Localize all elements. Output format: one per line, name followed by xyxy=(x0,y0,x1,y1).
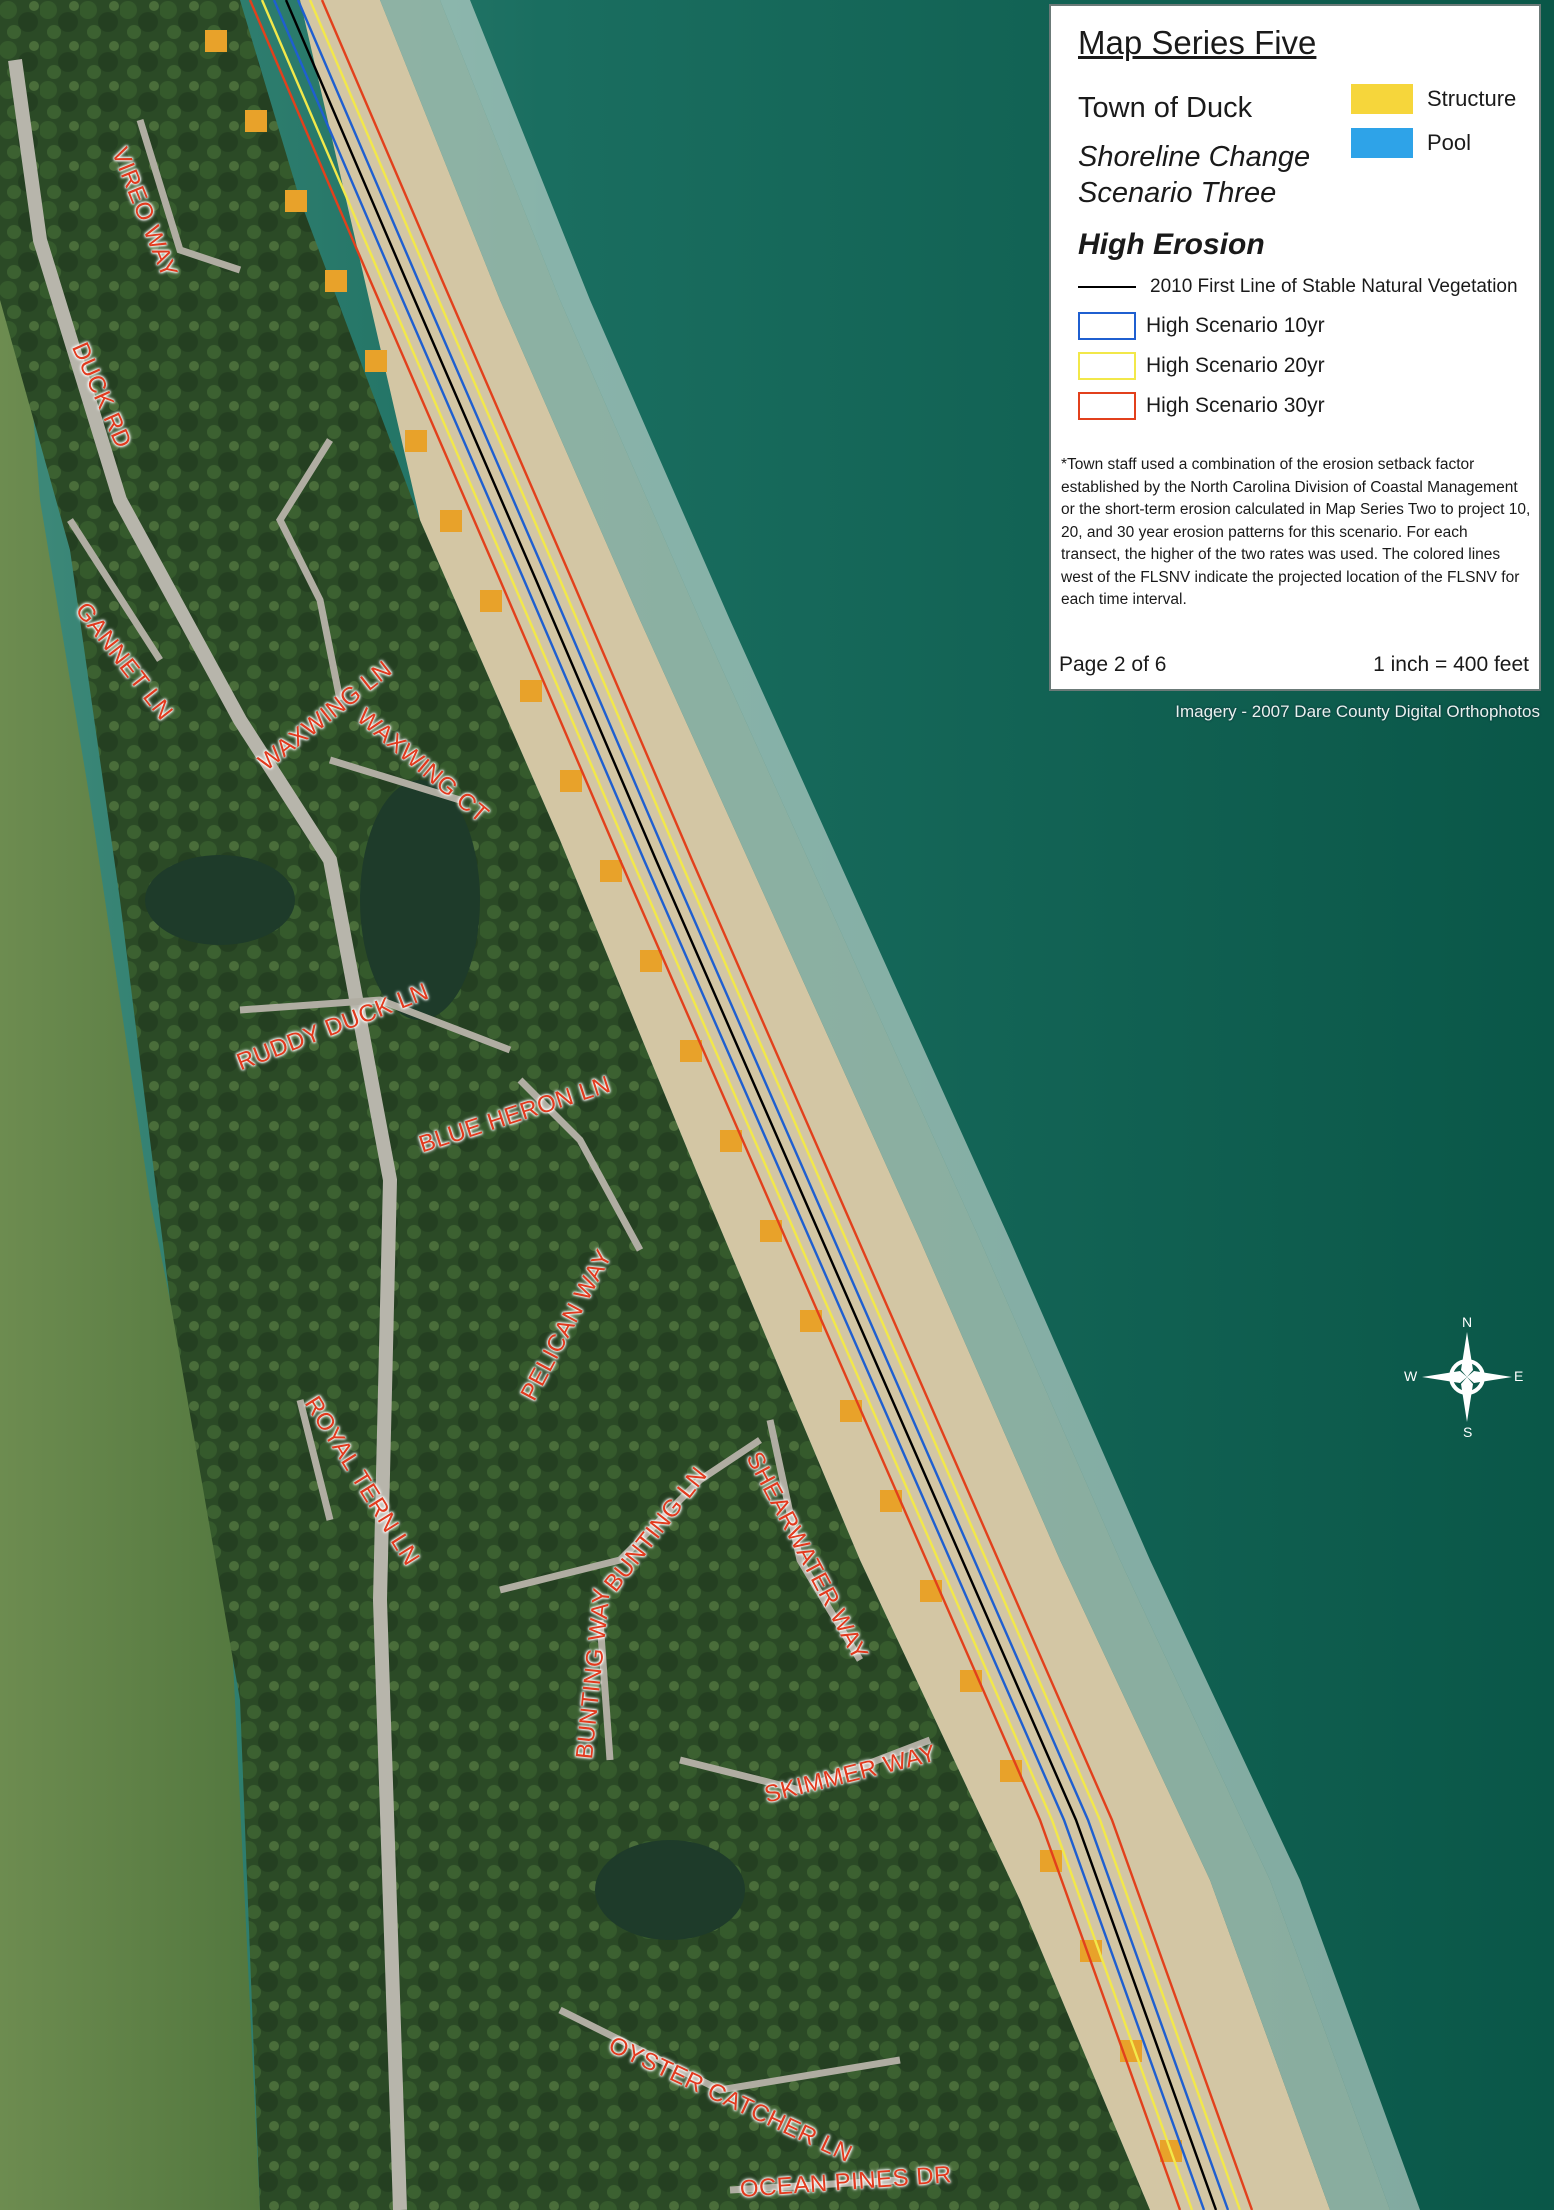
legend-subtitle: Shoreline Change Scenario Three xyxy=(1078,141,1311,209)
legend-erosion-level: High Erosion xyxy=(1078,228,1265,261)
legend-title: Map Series Five xyxy=(1078,24,1317,61)
flsnv-line-swatch xyxy=(1078,286,1136,288)
legend-20yr-row: High Scenario 20yr xyxy=(1078,352,1325,380)
breaking-waves xyxy=(440,0,1420,2210)
compass-n: N xyxy=(1462,1314,1473,1330)
map-scale: 1 inch = 400 feet xyxy=(1373,653,1529,676)
line-flsnv xyxy=(284,0,1218,2210)
duck-rd-road xyxy=(8,59,407,2210)
20yr-line-swatch xyxy=(1078,352,1136,380)
compass-e: E xyxy=(1514,1368,1524,1384)
structure-label: Structure xyxy=(1427,86,1517,111)
compass-s: S xyxy=(1463,1424,1473,1440)
compass-icon xyxy=(1422,1332,1512,1422)
flsnv-label: 2010 First Line of Stable Natural Vegeta… xyxy=(1150,276,1518,297)
30yr-label: High Scenario 30yr xyxy=(1146,394,1325,417)
pond xyxy=(360,780,480,1020)
pond xyxy=(145,855,295,945)
structure-swatch xyxy=(1351,84,1413,114)
beach xyxy=(300,0,1330,2210)
pond xyxy=(595,1840,745,1940)
10yr-line-swatch xyxy=(1078,312,1136,340)
20yr-label: High Scenario 20yr xyxy=(1146,354,1325,377)
shoreline-lines xyxy=(248,0,1254,2210)
page-number: Page 2 of 6 xyxy=(1059,653,1167,676)
structures xyxy=(205,30,1182,2162)
pool-swatch xyxy=(1351,128,1413,158)
legend-town: Town of Duck xyxy=(1078,92,1253,124)
imagery-credit: Imagery - 2007 Dare County Digital Ortho… xyxy=(1175,702,1540,721)
legend-30yr-row: High Scenario 30yr xyxy=(1078,392,1325,420)
map-legend: Map Series Five Town of Duck Shoreline C… xyxy=(1049,4,1541,691)
side-roads xyxy=(67,118,932,2194)
line-30yr xyxy=(248,0,1182,2210)
line-20yr xyxy=(260,0,1194,2210)
legend-methodology-note: *Town staff used a combination of the er… xyxy=(1061,456,1531,608)
pool-label: Pool xyxy=(1427,130,1472,155)
legend-10yr-row: High Scenario 10yr xyxy=(1078,312,1325,340)
10yr-label: High Scenario 10yr xyxy=(1146,314,1325,337)
legend-flsnv-row: 2010 First Line of Stable Natural Vegeta… xyxy=(1078,276,1518,298)
compass-rose: N S E W xyxy=(1402,1312,1532,1442)
surf-zone xyxy=(380,0,1390,2210)
legend-structure-row: Structure xyxy=(1351,84,1516,114)
compass-w: W xyxy=(1404,1368,1418,1384)
currituck-sound xyxy=(0,0,260,2210)
legend-pool-row: Pool xyxy=(1351,128,1471,158)
line-10yr xyxy=(272,0,1206,2210)
30yr-line-swatch xyxy=(1078,392,1136,420)
